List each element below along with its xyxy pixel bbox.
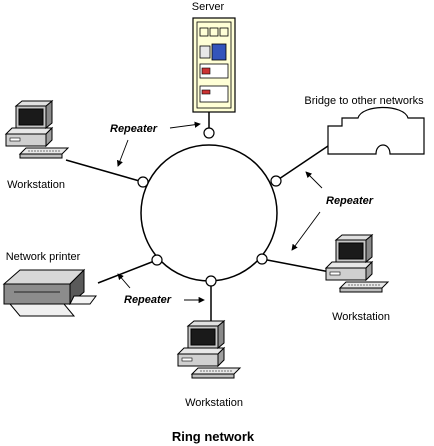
repeater-arrow — [117, 273, 131, 289]
repeater-node-icon — [151, 254, 163, 266]
repeater-node-icon — [270, 175, 282, 187]
workstation-right-link — [261, 258, 331, 273]
workstation-left-link — [65, 159, 144, 183]
repeater-label: Repeater — [124, 294, 172, 306]
repeater-arrow — [116, 139, 129, 167]
printer-link — [97, 259, 158, 284]
workstation-bottom-label: Workstation — [185, 397, 243, 409]
server-icon — [192, 17, 236, 113]
bridge-link — [275, 145, 329, 182]
repeater-arrow — [291, 211, 321, 251]
repeater-node-icon — [205, 275, 217, 287]
diagram-caption: Ring network — [172, 429, 255, 444]
repeater-node-icon — [137, 176, 149, 188]
workstation-icon — [325, 234, 389, 293]
repeater-arrow — [305, 171, 323, 189]
bridge-icon — [327, 107, 425, 155]
workstation-icon — [177, 320, 241, 379]
repeater-node-icon — [203, 127, 215, 139]
printer-icon — [2, 268, 97, 317]
network-printer-label: Network printer — [6, 251, 81, 263]
repeater-label: Repeater — [110, 123, 158, 135]
repeater-node-icon — [256, 253, 268, 265]
workstation-right-label: Workstation — [332, 311, 390, 323]
workstation-icon — [5, 100, 69, 159]
repeater-arrow — [169, 121, 201, 129]
bridge-label: Bridge to other networks — [304, 95, 424, 107]
server-label: Server — [192, 1, 225, 13]
workstation-left-label: Workstation — [7, 179, 65, 191]
repeater-label: Repeater — [326, 195, 374, 207]
